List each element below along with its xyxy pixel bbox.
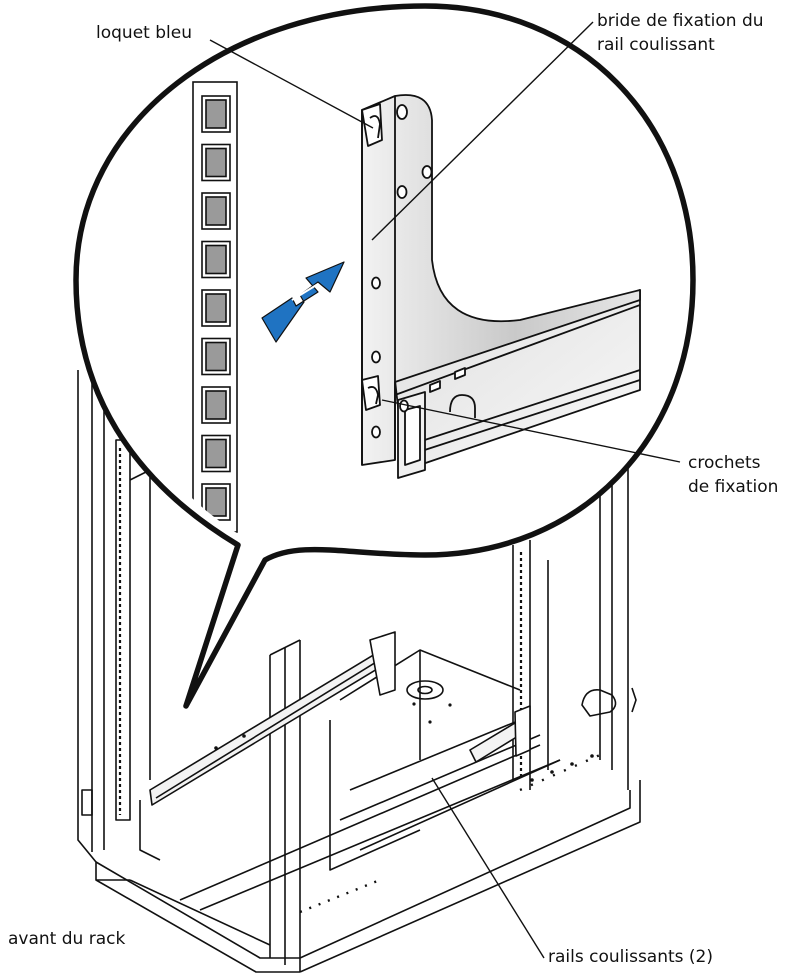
magnifier-callout [73, 3, 696, 709]
direction-arrow-icon [261, 261, 345, 343]
leader-hooks [381, 399, 681, 463]
leader-flange [371, 21, 594, 241]
label-rack-front: avant du rack [8, 929, 126, 949]
label-hooks-line1: crochets [688, 453, 761, 473]
leader-lines [209, 21, 681, 959]
label-blue-latch: loquet bleu [96, 23, 192, 43]
square-hole-inner [205, 293, 227, 323]
label-flange-line2: rail coulissant [597, 35, 715, 55]
label-slide-rails: rails coulissants (2) [548, 947, 713, 967]
rack-cabinet [77, 370, 641, 973]
slide-rail-flange [361, 94, 641, 479]
square-hole-inner [205, 147, 227, 178]
square-hole-inner [205, 438, 227, 469]
square-hole-inner [205, 390, 227, 420]
square-hole-inner [205, 487, 227, 517]
square-hole-strip [192, 81, 238, 533]
square-hole-inner [205, 196, 227, 226]
square-hole-inner [205, 341, 227, 372]
label-flange-line1: bride de fixation du [597, 11, 764, 31]
square-hole-inner [205, 244, 227, 275]
square-hole-inner [205, 99, 227, 129]
leader-slide-rails [431, 777, 545, 959]
leader-blue-latch [209, 39, 374, 129]
label-hooks-line2: de fixation [688, 477, 779, 497]
